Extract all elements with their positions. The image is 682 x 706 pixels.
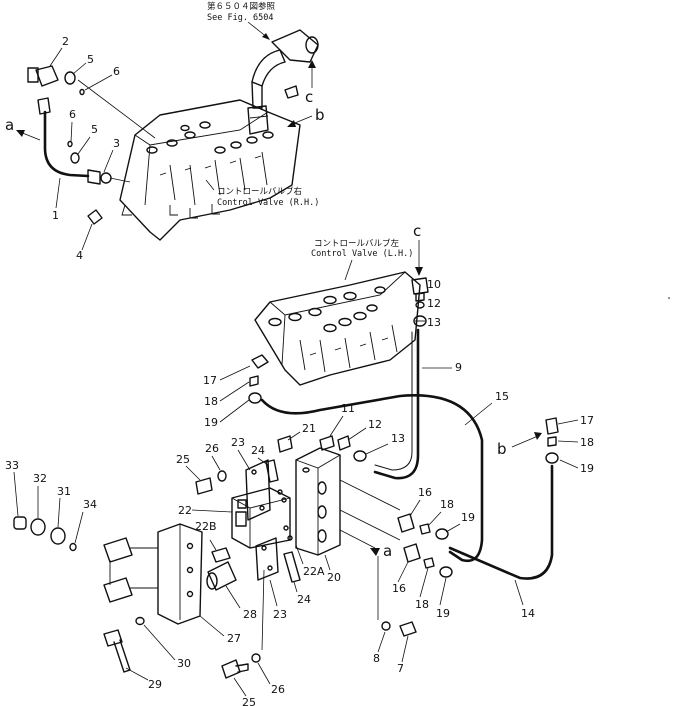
part-num-34: 34 xyxy=(83,498,97,511)
part-num-27: 27 xyxy=(227,632,241,645)
part-num-10: 10 xyxy=(427,278,441,291)
callout-c-upper: c xyxy=(305,88,313,106)
part-num-13: 13 xyxy=(427,316,441,329)
fittings-16-18-19 xyxy=(397,513,453,578)
bolt-25-upper xyxy=(195,477,213,495)
part-num-12-mid: 12 xyxy=(368,418,382,431)
fittings-17-18-19-right xyxy=(545,417,559,464)
tube-9 xyxy=(373,328,420,480)
o-ring-34 xyxy=(69,542,77,552)
fittings-11-12-13-21 xyxy=(277,435,367,462)
control-valve-rh xyxy=(119,99,301,241)
part-num-23-upper: 23 xyxy=(231,436,245,449)
part-num-21: 21 xyxy=(302,422,316,435)
sleeve-28 xyxy=(207,561,237,591)
part-num-16-b: 16 xyxy=(392,582,406,595)
valve-lh-jp: コントロールバルブ左 xyxy=(314,238,400,249)
part-num-2: 2 xyxy=(62,35,69,48)
part-num-19-a: 19 xyxy=(461,511,475,524)
part-num-18: 18 xyxy=(204,395,218,408)
part-num-3: 3 xyxy=(113,137,120,150)
part-num-31: 31 xyxy=(57,485,71,498)
part-num-22A: 22A xyxy=(303,565,325,578)
part-num-19: 19 xyxy=(204,416,218,429)
ring-32 xyxy=(30,518,46,536)
part-num-25-lower: 25 xyxy=(242,696,256,706)
part-num-25-upper: 25 xyxy=(176,453,190,466)
part-num-24-upper: 24 xyxy=(251,444,265,457)
part-num-11: 11 xyxy=(341,402,355,415)
part-num-1: 1 xyxy=(52,209,59,222)
part-num-33: 33 xyxy=(5,459,19,472)
bolt-22B xyxy=(211,547,231,563)
part-num-18-b: 18 xyxy=(415,598,429,611)
part-num-29: 29 xyxy=(148,678,162,691)
bracket-27 xyxy=(103,523,203,625)
part-num-17-right: 17 xyxy=(580,414,594,427)
part-num-4: 4 xyxy=(76,249,83,262)
ref-note-en: See Fig. 6504 xyxy=(207,13,274,23)
part-num-5b: 5 xyxy=(91,123,98,136)
part-num-16-a: 16 xyxy=(418,486,432,499)
valve-rh-en: Control Valve (R.H.) xyxy=(217,198,319,208)
cover-plate-23-lower xyxy=(255,537,279,581)
control-valve-lh xyxy=(254,271,421,386)
part-num-7: 7 xyxy=(397,662,404,675)
part-num-24-lower: 24 xyxy=(297,593,311,606)
part-num-18-a: 18 xyxy=(440,498,454,511)
part-num-15: 15 xyxy=(495,390,509,403)
part-num-26-lower: 26 xyxy=(271,683,285,696)
callout-c-lower: c xyxy=(413,222,421,240)
valve-lh-en: Control Valve (L.H.) xyxy=(311,249,413,259)
part-num-19-b: 19 xyxy=(436,607,450,620)
cap-33 xyxy=(13,516,27,530)
washer-26-upper xyxy=(217,470,227,482)
ref-note-jp: 第６５０４図参照 xyxy=(207,1,276,12)
part-num-22: 22 xyxy=(178,504,192,517)
part-num-23-lower: 23 xyxy=(273,608,287,621)
callout-a-lower: a xyxy=(383,542,392,560)
washer-30 xyxy=(135,616,145,626)
washer-26-lower xyxy=(251,653,261,663)
ring-31 xyxy=(50,527,66,545)
bolt-29 xyxy=(103,629,131,673)
fittings-17-18-19-left xyxy=(248,354,269,404)
callout-b-upper: b xyxy=(315,106,325,124)
part-num-6: 6 xyxy=(113,65,120,78)
part-num-17: 17 xyxy=(203,374,217,387)
tube-14 xyxy=(448,464,554,580)
part-num-14: 14 xyxy=(521,607,535,620)
fittings-10-12-13 xyxy=(411,277,429,327)
part-num-18-right: 18 xyxy=(580,436,594,449)
plug-7 xyxy=(399,621,417,637)
spacer-24-lower xyxy=(283,525,301,583)
part-num-6b: 6 xyxy=(69,108,76,121)
tube-15 xyxy=(260,394,484,563)
part-num-19-right: 19 xyxy=(580,462,594,475)
part-num-12: 12 xyxy=(427,297,441,310)
valve-block-20 xyxy=(295,447,401,556)
part-num-13-mid: 13 xyxy=(391,432,405,445)
valve-rh-jp: コントロールバルブ右 xyxy=(217,186,302,197)
cover-plate-23-upper xyxy=(245,459,271,521)
part-num-26-upper: 26 xyxy=(205,442,219,455)
callout-a-upper: a xyxy=(5,116,14,134)
part-num-8: 8 xyxy=(373,652,380,665)
callout-b-lower: b xyxy=(497,440,507,458)
part-num-20: 20 xyxy=(327,571,341,584)
part-num-30: 30 xyxy=(177,657,191,670)
o-ring-8 xyxy=(381,621,391,631)
hose-assembly-upper-left xyxy=(27,65,112,225)
part-num-5: 5 xyxy=(87,53,94,66)
bolt-25-lower xyxy=(221,659,249,679)
part-num-32: 32 xyxy=(33,472,47,485)
part-num-22B: 22B xyxy=(195,520,217,533)
elbow-fitting-top xyxy=(247,29,319,135)
part-num-28: 28 xyxy=(243,608,257,621)
part-num-9: 9 xyxy=(455,361,462,374)
solenoid-valve-22 xyxy=(231,487,291,549)
